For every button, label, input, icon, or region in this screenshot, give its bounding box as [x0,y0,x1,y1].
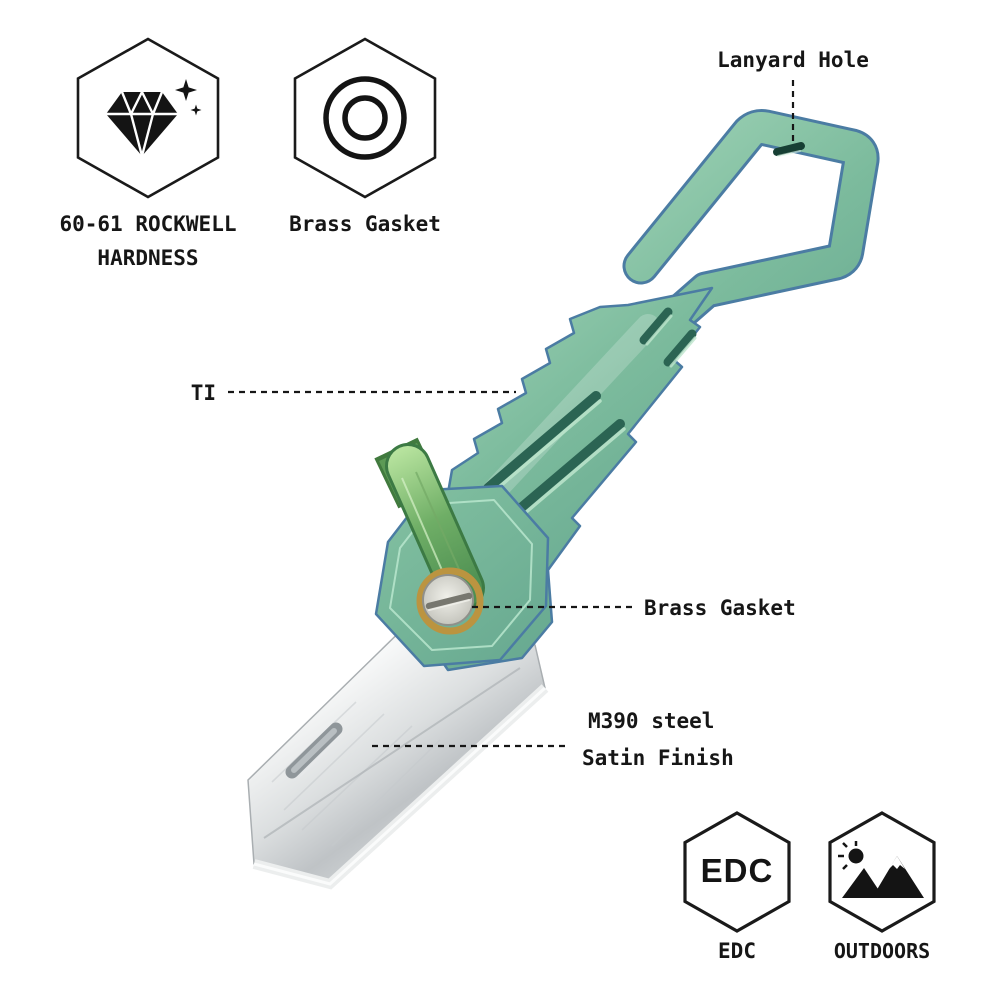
lanyard-hole [773,142,805,157]
leader-lines [228,80,795,748]
m390-label-line1: M390 steel [588,709,715,733]
edc-badge-label: EDC [718,939,756,963]
brass-gasket-badge-label: Brass Gasket [289,212,441,236]
brass-washer [416,567,484,635]
keychain-knife [247,109,880,890]
edc-hexagon-text: EDC [700,852,774,889]
hexagon-frame [683,811,791,933]
ti-label: TI [190,381,216,405]
rockwell-label-line2: HARDNESS [97,246,199,270]
handle-grooves [483,391,626,521]
m390-label-line2: Satin Finish [582,746,734,770]
outdoors-badge-label: OUTDOORS [833,939,931,963]
blade [247,611,549,890]
handle-slots [639,307,697,368]
mountains-sun-icon [838,841,924,898]
lanyard-hole-label: Lanyard Hole [717,48,869,72]
hexagon-frame [828,811,936,933]
washer-rings-icon [323,76,407,160]
hexagon-frame [293,37,437,199]
diamond-gem-icon [106,79,202,157]
brass-gasket-hexagon-badge [293,37,437,199]
pivot-screw [416,567,484,635]
rockwell-hexagon-badge [76,37,220,199]
outdoors-hexagon-badge [828,811,936,933]
rockwell-label-line1: 60-61 ROCKWELL [59,212,237,236]
blade-slot [285,722,343,779]
edc-hexagon-badge [683,811,791,933]
carabiner-head [622,109,880,337]
brass-gasket-callout-label: Brass Gasket [644,596,796,620]
